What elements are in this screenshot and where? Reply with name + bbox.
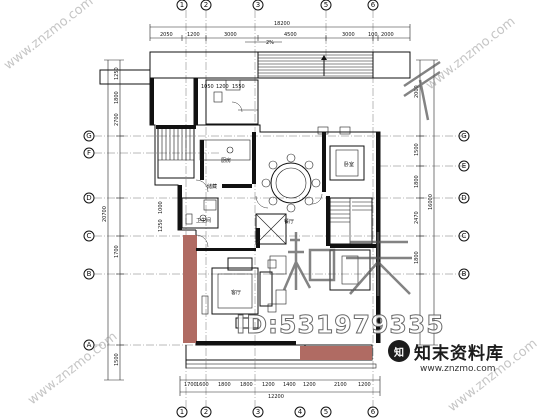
axis-bubble-label: D [86, 194, 91, 202]
dimension-label: 2100 [334, 382, 347, 388]
dimension-label: 1200 [216, 84, 229, 90]
axis-bubble-label: C [462, 232, 467, 240]
watermark-text: www.znzmo.com [1, 0, 96, 73]
top-axis-bubbles: 1 2 3 5 6 [176, 0, 379, 11]
door-swings [195, 101, 323, 248]
axis-bubble-label: 5 [324, 408, 328, 416]
dimension-label: 1250 [158, 219, 164, 232]
axis-bubble-label: 5 [324, 1, 328, 9]
watermark-text: www.znzmo.com [423, 14, 518, 93]
staircase-left [157, 127, 195, 179]
dimension-label: 1700 [184, 382, 197, 388]
center-watermark-logo [282, 60, 441, 296]
dimension-label: 2050 [160, 32, 173, 38]
dimension-label: 1800 [414, 175, 420, 188]
room-label: 卫生间 [196, 217, 211, 224]
room-label: 厨房 [221, 157, 231, 164]
dimension-label: 1600 [196, 382, 209, 388]
dimension-label: 1050 [201, 84, 214, 90]
room-label: 餐厅 [284, 218, 294, 225]
axis-bubble-label: 3 [256, 408, 260, 416]
axis-bubble-label: B [462, 270, 467, 278]
living-room-furniture [201, 257, 287, 329]
right-axis-bubbles: G E D C B [458, 130, 470, 280]
dimension-label: 2000 [414, 85, 420, 98]
dimension-label: 1800 [114, 91, 120, 104]
dimension-label: 1700 [114, 245, 120, 258]
dimension-label: 1250 [114, 67, 120, 80]
dimension-label: 18200 [274, 21, 290, 27]
dimension-label: 1800 [240, 382, 253, 388]
top-terrace: 2% [99, 40, 411, 85]
axis-bubble-label: E [462, 162, 466, 170]
staircase-right [329, 197, 373, 245]
dimension-label: 1550 [232, 84, 245, 90]
room-label: 卧室 [344, 161, 354, 168]
dimension-label: 1200 [187, 32, 200, 38]
axis-bubble-label: 1 [180, 408, 184, 416]
dimension-label: 1800 [414, 251, 420, 264]
axis-bubble-label: 4 [298, 408, 303, 416]
bottom-dimension-chain: 1700 1600 1800 1800 1200 1400 1200 2100 … [179, 376, 381, 400]
brand-name: 知末资料库 [414, 343, 504, 364]
slope-label: 2% [266, 40, 274, 46]
brand-logo: 知 知末资料库 [388, 338, 558, 364]
axis-bubble-label: 3 [256, 1, 260, 9]
dimension-label: 1200 [262, 382, 275, 388]
room-labels: 厨房 卧室 客厅 餐厅 卫生间 储藏 [196, 157, 354, 296]
dimension-label: 12200 [268, 394, 284, 400]
axis-bubble-label: A [87, 341, 92, 349]
axis-bubble-label: D [461, 194, 466, 202]
watermark-text: www.znzmo.com [25, 329, 120, 408]
brand-logo-icon: 知 [388, 340, 410, 362]
axis-bubble-label: G [86, 132, 91, 140]
dimension-label: 2000 [381, 32, 394, 38]
dimension-label: 1400 [283, 382, 296, 388]
axis-bubble-label: 2 [204, 1, 208, 9]
dimension-label: 2700 [114, 113, 120, 126]
axis-bubble-label: 1 [180, 1, 184, 9]
dimension-label: 3000 [224, 32, 237, 38]
dining-table [261, 153, 321, 213]
left-axis-bubbles: G F D C B A [83, 130, 95, 351]
axis-bubble-label: 6 [371, 1, 376, 9]
axis-bubble-label: F [87, 149, 91, 157]
room-label: 储藏 [207, 183, 217, 190]
dimension-label: 100 [368, 32, 378, 38]
dimension-label: 1500 [414, 143, 420, 156]
id-watermark: ID:531979335 [236, 310, 445, 340]
dimension-label: 16000 [428, 194, 434, 210]
right-dimension-chain: 2000 1500 1800 2470 1800 16000 [414, 59, 438, 346]
dimension-label: 1500 [114, 353, 120, 366]
entry-zone: 1050 1200 1550 [201, 79, 259, 125]
axis-bubble-label: 6 [371, 408, 376, 416]
left-dimension-chain: 20700 1250 1800 2700 1700 1500 1000 1250 [102, 59, 164, 381]
dimension-label: 1800 [218, 382, 231, 388]
service-fixtures [181, 139, 371, 291]
dimension-label: 2470 [414, 211, 420, 224]
dimension-label: 3000 [342, 32, 355, 38]
room-label: 客厅 [231, 289, 241, 296]
bedroom-furniture [317, 126, 365, 181]
dimension-label: 1000 [158, 201, 164, 214]
axis-bubble-label: 2 [204, 408, 208, 416]
axis-bubble-label: G [461, 132, 466, 140]
top-dimension-chain: 18200 2050 1200 3000 4500 3000 100 2000 [149, 21, 411, 41]
axis-bubble-label: C [87, 232, 92, 240]
dimension-label: 4500 [284, 32, 297, 38]
bottom-axis-bubbles: 1 2 3 4 5 6 [176, 406, 379, 418]
dimension-label: 1200 [358, 382, 371, 388]
axis-bubble-label: B [87, 270, 92, 278]
dimension-label: 1200 [303, 382, 316, 388]
dimension-label: 20700 [102, 206, 108, 222]
brand-url: www.znzmo.com [420, 364, 496, 374]
